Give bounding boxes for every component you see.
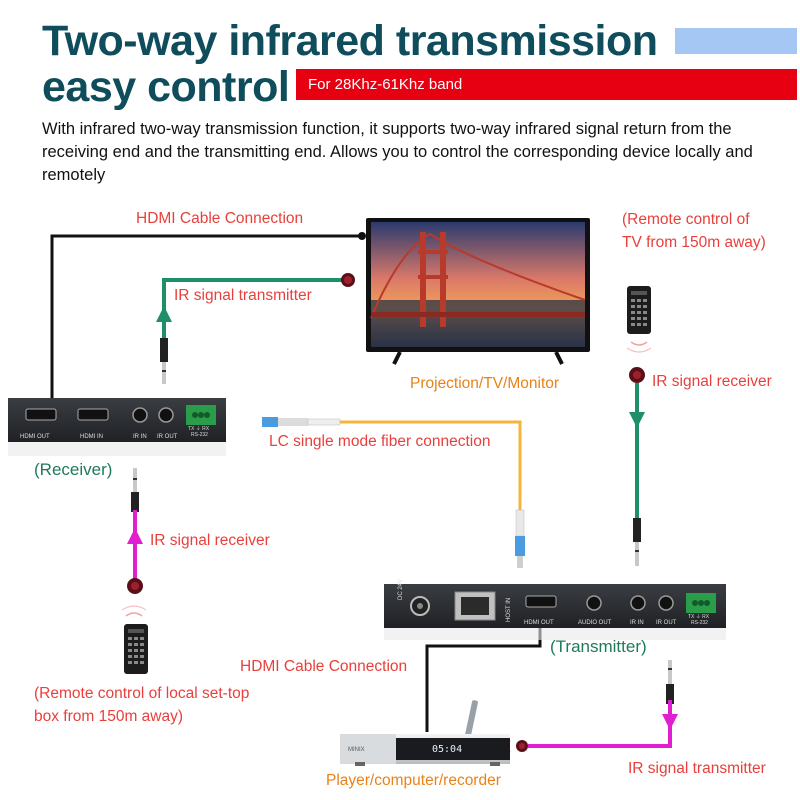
transmitter-port-host-in: HOST IN [506,597,512,622]
transmitter-port-hdmi-out: HDMI OUT [524,620,554,626]
fiber-cable [340,420,522,512]
transmitter-port-rs232-pins: TX ⏚ RX [688,614,710,620]
tv-monitor [366,218,590,365]
jack-plug-bottom-right [666,660,674,704]
fiber-connector-left [262,417,341,427]
label-hdmi-cable-top: HDMI Cable Connection [136,210,304,227]
label-receiver: (Receiver) [34,460,113,479]
receiver-port-hdmi-out: HDMI OUT [20,434,50,440]
transmitter-port-ir-out: IR OUT [656,620,677,626]
label-transmitter: (Transmitter) [550,637,647,656]
transmitter-port-audio-out: AUDIO OUT [578,620,612,626]
transmitter-port-rs232: RS-232 [691,620,708,626]
player-brand: MINIX [348,747,365,753]
title-accent-bar [675,28,797,54]
hdmi-cable-top [50,234,362,398]
band-note: For 28Khz-61Khz band [296,69,797,100]
label-player: Player/computer/recorder [326,772,501,789]
description: With infrared two-way transmission funct… [42,120,753,184]
label-tv: Projection/TV/Monitor [410,375,560,392]
title-line-1: Two-way infrared transmission [42,17,658,65]
label-remote-tv: (Remote control of TV from 150m away) [622,211,766,251]
label-ir-receiver-right: IR signal receiver [652,373,772,390]
jack-plug-left [131,468,139,512]
receiver-port-ir-in: IR IN [133,434,147,440]
transmitter-port-ir-in: IR IN [630,620,644,626]
fiber-connector-bottom [515,509,525,568]
receiver-port-rs232-pins: TX ⏚ RX [188,426,210,432]
remote-control-stb [121,605,148,674]
label-remote-stb: (Remote control of local set-top box fro… [34,685,250,725]
player-device [340,700,510,766]
label-ir-transmitter-bottom: IR signal transmitter [628,760,766,777]
hdmi-cable-bottom [425,628,542,732]
transmitter-port-dc: DC 24V [398,578,404,600]
receiver-port-rs232: RS-232 [191,432,208,438]
receiver-port-hdmi-in: HDMI IN [80,434,103,440]
player-clock: 05:04 [432,744,463,755]
receiver-device [8,398,226,456]
label-fiber: LC single mode fiber connection [269,433,491,450]
transmitter-device [384,584,726,640]
label-ir-receiver-left: IR signal receiver [150,532,270,549]
label-ir-transmitter-top: IR signal transmitter [174,287,312,304]
jack-plug-top-left [160,338,168,384]
receiver-port-ir-out: IR OUT [157,434,178,440]
remote-control-tv [626,286,652,353]
label-hdmi-cable-bottom: HDMI Cable Connection [240,658,408,675]
title-line-2: easy control [42,63,290,111]
ir-line-bottom-right [528,700,672,748]
jack-plug-right [633,518,641,566]
